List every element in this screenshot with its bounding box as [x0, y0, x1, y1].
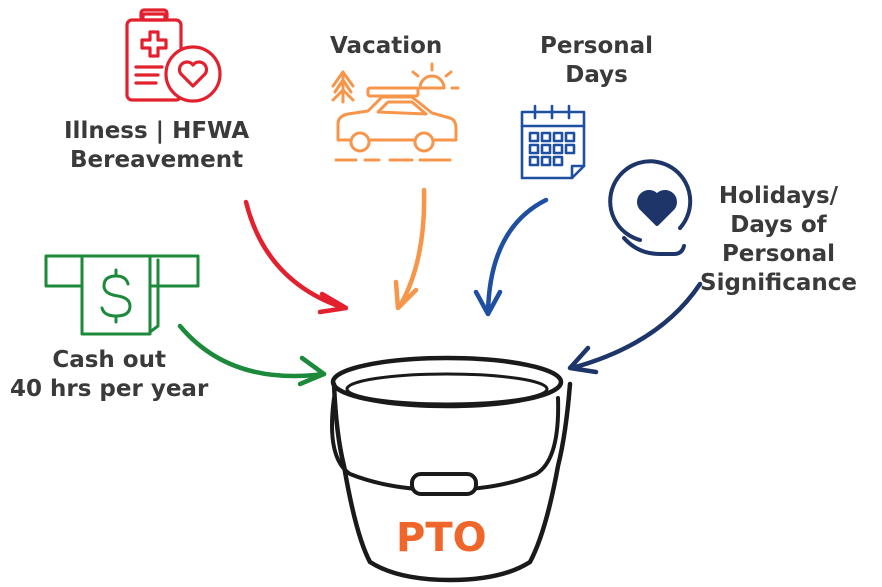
pto-bucket — [330, 355, 573, 583]
personal-arrowhead — [473, 289, 503, 317]
holidays-arrow — [569, 281, 703, 371]
personal-days-line2: Days — [565, 62, 628, 88]
vacation-arrowhead — [393, 279, 419, 311]
calendar-icon — [520, 104, 586, 180]
vacation-label: Vacation — [330, 32, 442, 61]
illness-arrowhead — [317, 291, 349, 315]
cashout-label: Cash out 40 hrs per year — [10, 346, 208, 404]
vacation-arrow — [397, 187, 427, 309]
holidays-label: Holidays/ Days of Personal Significance — [700, 182, 857, 298]
vacation-label-text: Vacation — [330, 33, 443, 59]
cashout-arrow — [177, 323, 327, 379]
holidays-line4: Significance — [700, 270, 857, 296]
illness-label: Illness | HFWA Bereavement — [64, 117, 249, 175]
illness-label-line2: Bereavement — [70, 147, 244, 173]
dollar-bill-icon — [44, 254, 200, 336]
cashout-line2: 40 hrs per year — [10, 376, 209, 402]
holidays-line3: Personal — [721, 241, 836, 267]
holidays-line1: Holidays/ — [718, 183, 839, 209]
illness-arrow — [243, 199, 347, 311]
personal-arrow — [485, 197, 549, 315]
hand-heart-icon — [608, 159, 693, 256]
cashout-line1: Cash out — [52, 347, 166, 373]
holidays-line2: Days of — [730, 212, 827, 238]
pto-label: PTO — [396, 515, 487, 561]
personal-days-label: Personal Days — [540, 32, 653, 90]
car-trip-icon — [331, 62, 460, 162]
personal-days-line1: Personal — [540, 33, 654, 59]
holidays-arrowhead — [567, 345, 599, 375]
cashout-arrowhead — [297, 355, 327, 387]
clipboard-heart-icon — [125, 8, 222, 103]
illness-label-line1: Illness | HFWA — [64, 118, 250, 144]
